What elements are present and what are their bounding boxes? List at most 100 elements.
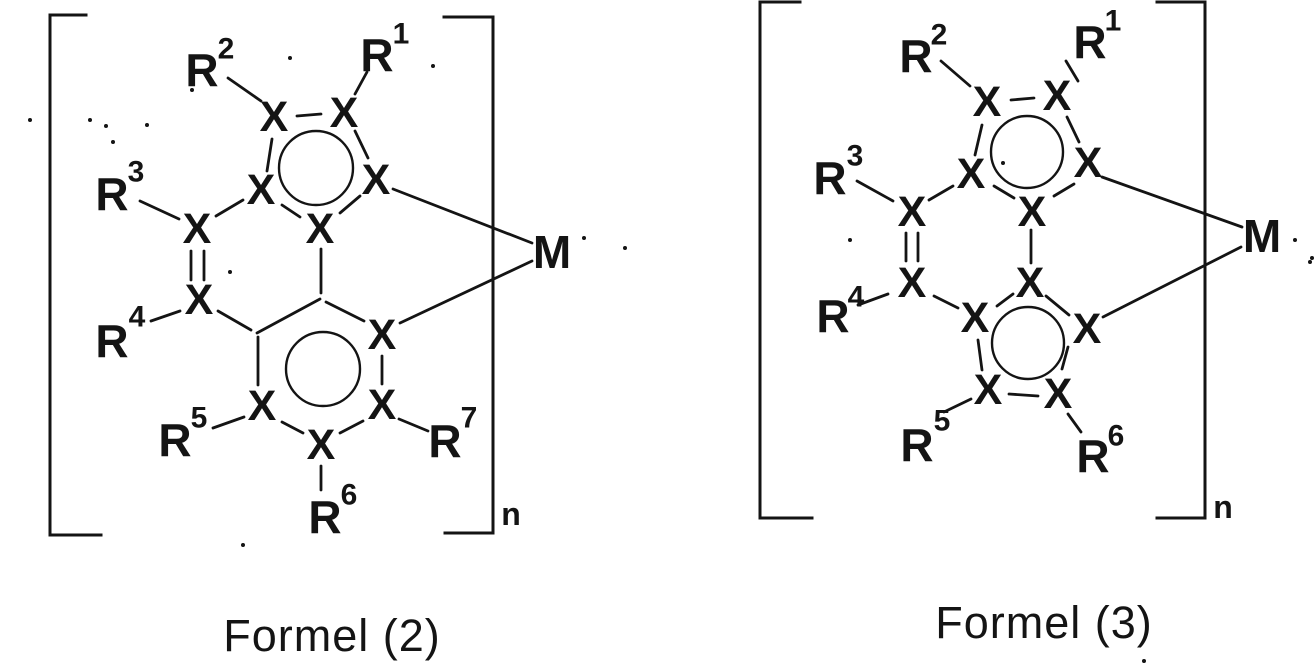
caption-formel-2: Formel (2) [223, 610, 441, 661]
scan-speck [88, 118, 92, 122]
atom-x-label: X [1018, 188, 1047, 236]
substituent-r3-label: R [813, 152, 846, 204]
substituent-r6-label: R [1076, 430, 1109, 482]
scan-speck [190, 88, 194, 92]
bond-line [1060, 345, 1070, 371]
substituent-r3-label: R [95, 168, 128, 220]
bond-line [216, 309, 253, 332]
scan-speck [1310, 256, 1314, 260]
bond-line [353, 70, 369, 96]
substituent-r1-label: R [360, 29, 393, 81]
atom-x-label: X [307, 421, 336, 469]
substituent-r1-superscript: 1 [1105, 5, 1122, 38]
bond-line [138, 199, 181, 221]
substituent-r3-superscript: 3 [128, 156, 145, 189]
substituent-r1-superscript: 1 [393, 18, 410, 51]
bond-line [1100, 175, 1244, 229]
bond-line [391, 187, 534, 245]
atom-x-label: X [961, 294, 990, 342]
bond-line [856, 292, 890, 307]
metal-m-label: M [1243, 210, 1281, 262]
atom-x-label: X [1044, 370, 1073, 418]
repeat-bracket-left [48, 13, 103, 537]
substituent-r5-superscript: 5 [191, 402, 208, 435]
bond-line [324, 300, 366, 323]
repeat-bracket-right [1155, 0, 1207, 520]
atom-x-label: X [362, 156, 391, 204]
atom-x-label: X [973, 78, 1002, 126]
atom-x-label: X [248, 382, 277, 430]
scan-speck [848, 238, 852, 242]
scan-speck [28, 118, 32, 122]
bond-line [214, 198, 245, 218]
atom-x-label: X [1073, 305, 1102, 353]
atom-x-label: X [957, 150, 986, 198]
scan-speck [582, 236, 586, 240]
substituent-r6-superscript: 6 [1108, 420, 1125, 453]
atom-x-label: X [1043, 72, 1072, 120]
substituent-r4-label: R [95, 315, 128, 367]
substituent-r5-superscript: 5 [934, 405, 951, 438]
scan-speck [145, 123, 149, 127]
bond-line [353, 129, 370, 160]
substituent-r2-label: R [185, 44, 218, 96]
scan-speck [111, 140, 115, 144]
scan-speck [1142, 659, 1146, 663]
bond-line [211, 415, 246, 430]
caption-formel-3: Formel (3) [935, 597, 1153, 648]
aromatic-ring-circle [990, 305, 1066, 381]
aromatic-ring-circle [989, 114, 1065, 190]
bond-line [973, 123, 984, 157]
scan-speck [623, 246, 627, 250]
scan-speck [104, 124, 108, 128]
atom-x-label: X [898, 259, 927, 307]
bond-line [226, 76, 263, 103]
substituent-r3-superscript: 3 [847, 140, 864, 173]
scan-speck [1308, 260, 1312, 264]
bond-line [1044, 294, 1071, 317]
bond-line [398, 259, 534, 325]
atom-x-label: X [898, 188, 927, 236]
substituent-r6-label: R [308, 491, 341, 543]
atom-x-label: X [185, 276, 214, 324]
substituent-r7-superscript: 7 [461, 402, 478, 435]
bond-line [338, 194, 362, 215]
bond-line [992, 184, 1016, 200]
bond-line [942, 397, 973, 414]
substituent-r7-label: R [428, 415, 461, 467]
substituent-r4-superscript: 4 [129, 301, 146, 334]
bond-line [149, 309, 182, 323]
bond-line [1064, 59, 1080, 83]
atom-x-label: X [368, 381, 397, 429]
bond-line [939, 59, 972, 88]
atom-x-label: X [306, 205, 335, 253]
substituent-r2-label: R [899, 30, 932, 82]
bond-line [995, 292, 1015, 308]
scan-speck [431, 64, 435, 68]
bond-line [1065, 115, 1081, 144]
bond-line [1101, 245, 1243, 319]
bond-line [1066, 412, 1083, 434]
bond-line [855, 179, 895, 203]
atom-x-label: X [974, 366, 1003, 414]
bond-line [1009, 96, 1036, 102]
scan-speck [288, 56, 292, 60]
atom-x-label: X [330, 89, 359, 137]
bond-line [255, 297, 322, 335]
scan-speck [1293, 238, 1297, 242]
aromatic-ring-circle [277, 129, 355, 207]
repeat-bracket-left [758, 0, 814, 520]
scan-speck [1001, 161, 1005, 165]
scan-speck [241, 543, 245, 547]
bond-line [280, 203, 302, 219]
atom-x-label: X [1016, 259, 1045, 307]
repeat-index-n: n [1213, 489, 1233, 525]
substituent-r5-label: R [158, 414, 191, 466]
bond-line [265, 137, 274, 173]
substituent-r6-superscript: 6 [341, 479, 358, 512]
bond-line [1007, 392, 1040, 398]
atom-x-label: X [247, 166, 276, 214]
repeat-bracket-right [442, 15, 495, 535]
